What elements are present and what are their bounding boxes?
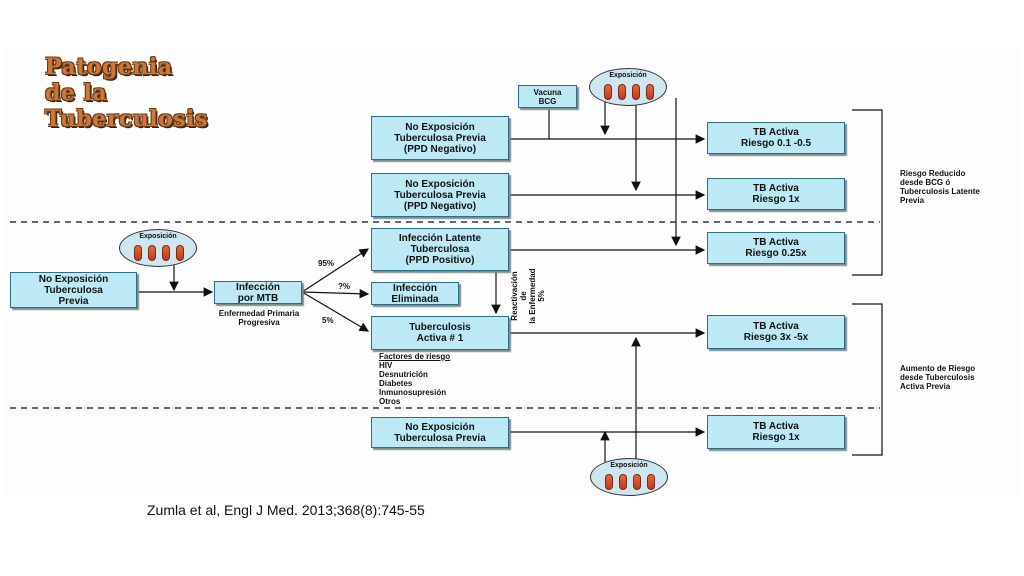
bracket-bottom — [852, 303, 883, 456]
pill-icon — [633, 474, 641, 490]
label-aumento-riesgo: Aumento de Riesgo desde Tuberculosis Act… — [900, 364, 976, 391]
pill-icon — [148, 245, 156, 261]
factor-item: HIV — [379, 361, 393, 370]
factor-item: Inmunosupresión — [379, 388, 447, 397]
exposure-left: Exposición — [119, 229, 197, 267]
label-enfermedad-primaria: Enfermedad Primaria Progresiva — [218, 309, 300, 327]
box-tuberculosis-activa: Tuberculosis Activa # 1 — [371, 316, 509, 350]
label-unknown-percent: ?% — [338, 282, 350, 291]
box-no-exposicion-top2: No Exposición Tuberculosa Previa (PPD Ne… — [371, 173, 509, 217]
pill-icon — [646, 84, 654, 100]
box-infeccion-eliminada: Infección Eliminada — [371, 282, 459, 305]
arrow-infeccion-latente — [301, 248, 370, 293]
pill-icon — [162, 245, 170, 261]
label-5-percent: 5% — [322, 316, 334, 325]
pill-icon — [605, 474, 613, 490]
factores-title: Factores de riesgo — [379, 352, 451, 361]
title-line-1: Patogenia — [45, 54, 173, 80]
factor-item: Desnutrición — [379, 370, 428, 379]
exposure-top-label: Exposición — [609, 72, 647, 79]
pill-icon — [619, 474, 627, 490]
pill-icon — [176, 245, 184, 261]
box-tb-activa-4: TB Activa Riesgo 3x -5x — [707, 315, 845, 349]
exposure-left-label: Exposición — [139, 233, 177, 240]
box-no-exposicion-top1: No Exposición Tuberculosa Previa (PPD Ne… — [371, 116, 509, 160]
box-tb-activa-5: TB Activa Riesgo 1x — [707, 415, 845, 449]
factores-list: Factores de riesgo HIV Desnutrición Diab… — [379, 352, 450, 406]
title-line-3: Tuberculosis — [45, 106, 208, 132]
box-tb-activa-1: TB Activa Riesgo 0.1 -0.5 — [707, 122, 845, 154]
label-riesgo-reducido: Riesgo Reducido desde BCG ó Tuberculosis… — [900, 169, 980, 205]
box-tb-activa-3: TB Activa Riesgo 0.25x — [707, 232, 845, 264]
box-infeccion-latente: Infección Latente Tuberculosa (PPD Posit… — [371, 228, 509, 271]
arrow-infeccion-activa — [301, 291, 370, 332]
pill-icon — [604, 84, 612, 100]
box-no-exposicion-bottom: No Exposición Tuberculosa Previa — [371, 417, 509, 448]
pill-icon — [632, 84, 640, 100]
box-tb-activa-2: TB Activa Riesgo 1x — [707, 178, 845, 210]
title-line-2: de la — [45, 80, 108, 106]
arrow-infeccion-eliminada — [301, 288, 370, 299]
exposure-bottom: Exposición — [590, 458, 668, 496]
pill-icon — [618, 84, 626, 100]
box-no-exposicion-left: No Exposición Tuberculosa Previa — [10, 272, 137, 308]
citation: Zumla et al, Engl J Med. 2013;368(8):745… — [147, 502, 425, 518]
factor-item: Diabetes — [379, 379, 413, 388]
exposure-bottom-label: Exposición — [610, 462, 648, 469]
label-reactivacion: Reactivación de la Enfermedad 5% — [510, 268, 546, 324]
box-infeccion-mtb: Infección por MTB — [214, 281, 302, 304]
pill-icon — [134, 245, 142, 261]
label-95-percent: 95% — [318, 259, 335, 268]
factor-item: Otros — [379, 397, 401, 406]
exposure-top: Exposición — [589, 68, 667, 106]
pill-icon — [647, 474, 655, 490]
box-vacuna-bcg: Vacuna BCG — [518, 85, 577, 108]
diagram-panel — [3, 48, 1021, 496]
bracket-top — [852, 109, 883, 276]
